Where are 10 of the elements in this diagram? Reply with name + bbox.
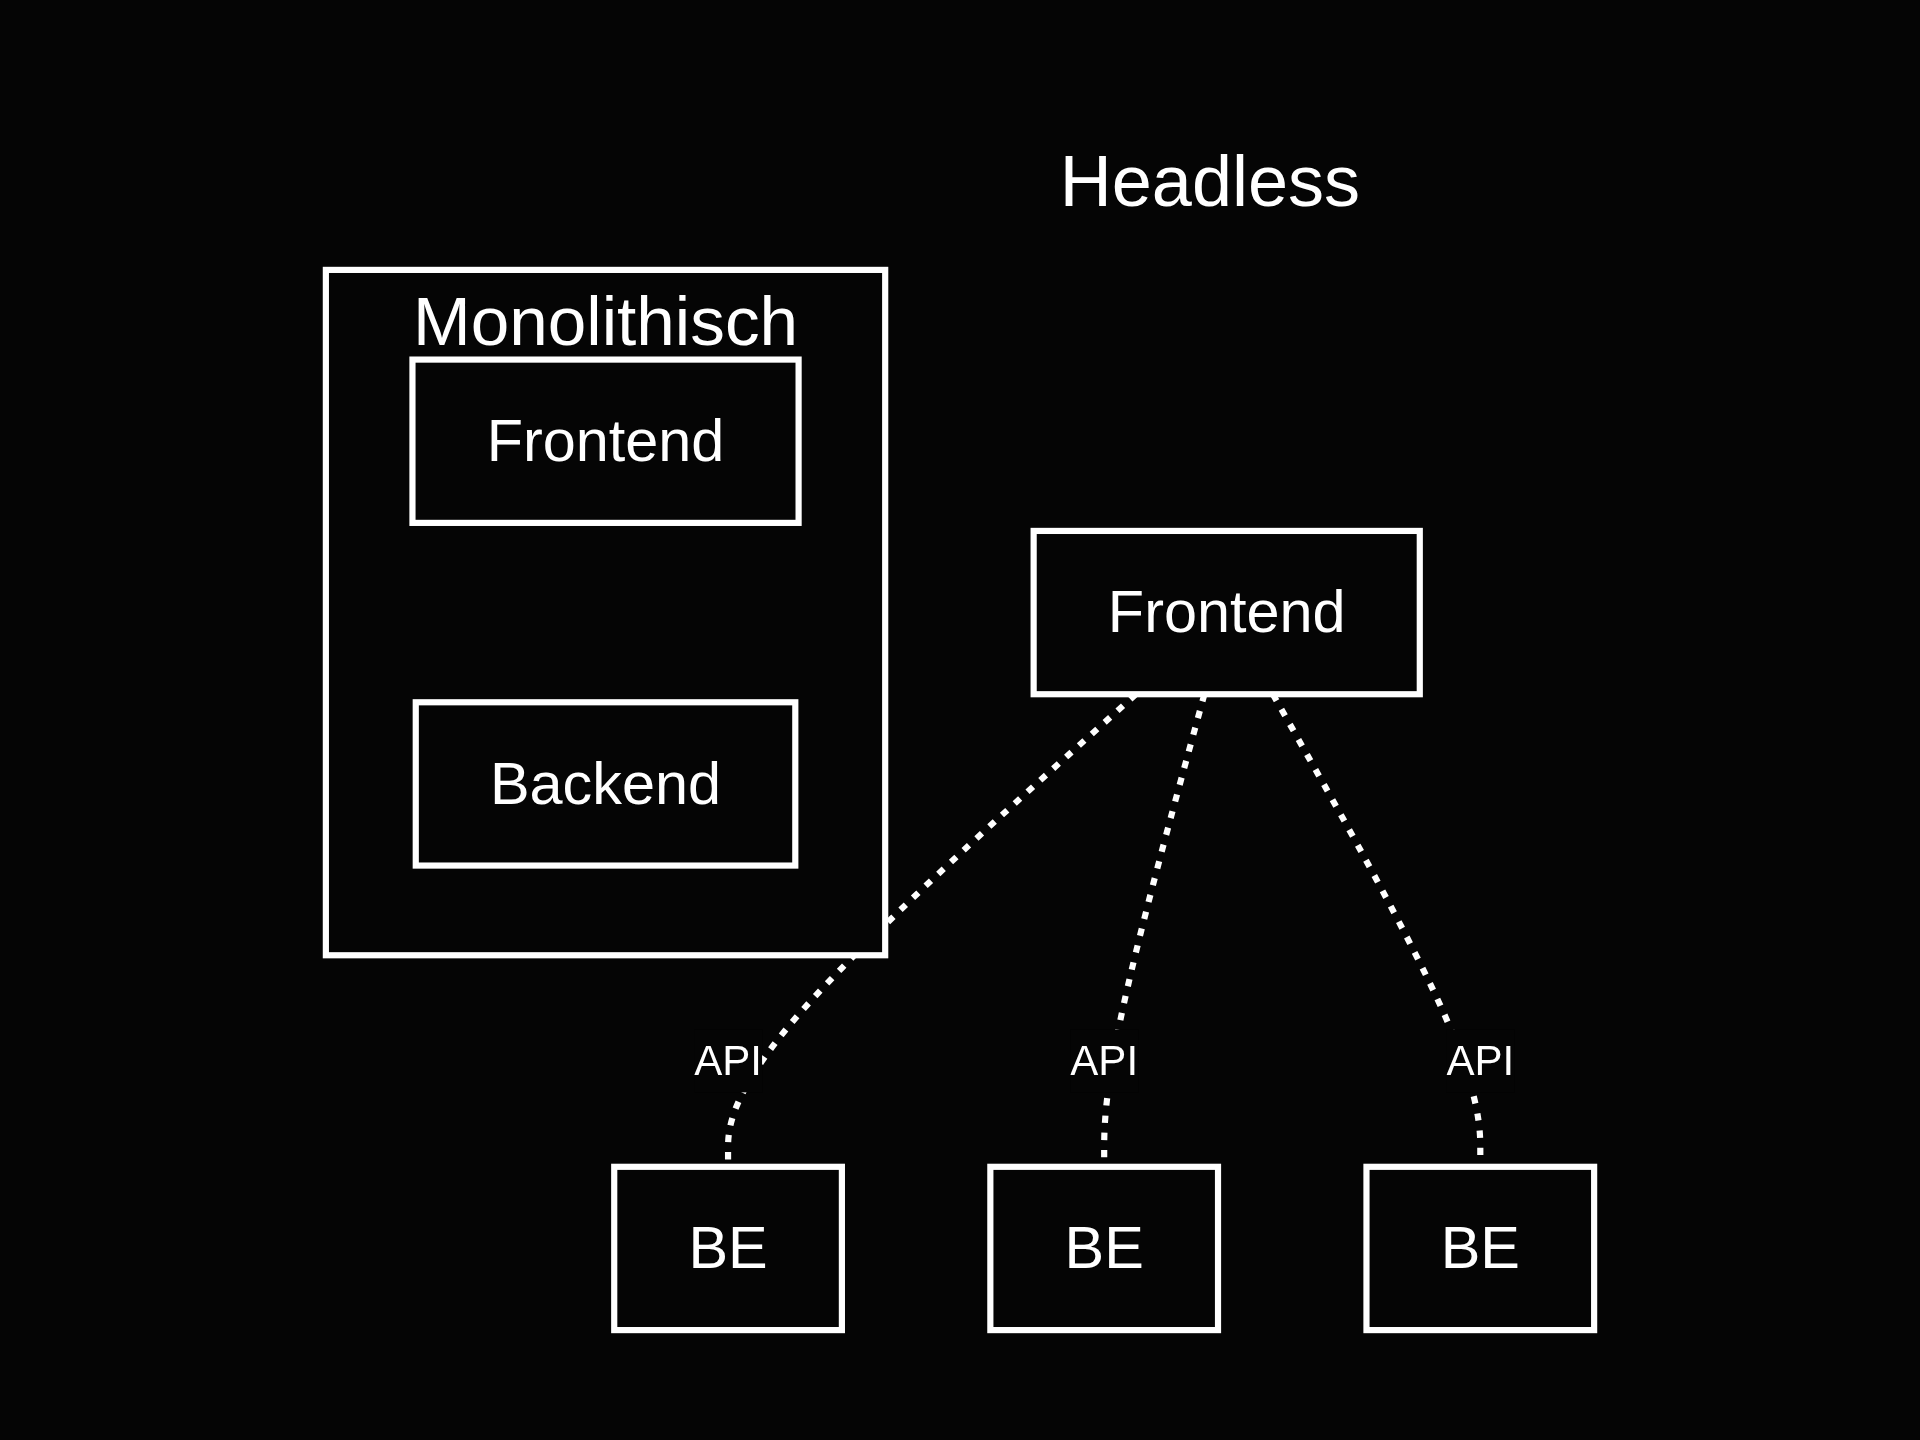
edge-label: API [1070, 1036, 1139, 1084]
node-box: Frontend [409, 356, 802, 526]
node-box: BE [611, 1163, 845, 1334]
edge-label: API [694, 1036, 762, 1084]
node-box: Frontend [1030, 527, 1423, 698]
node-box: BE [1363, 1163, 1598, 1334]
node-box: BE [987, 1163, 1222, 1334]
section-heading: Headless [1059, 140, 1360, 222]
node-box: Backend [412, 699, 799, 869]
edge-label: API [1446, 1036, 1515, 1084]
